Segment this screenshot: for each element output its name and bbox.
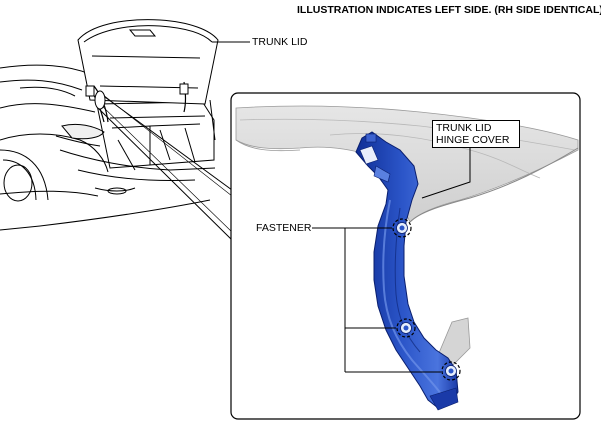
fastener-marker-icon <box>392 218 412 238</box>
fastener-leader-lines <box>312 227 441 373</box>
car-outline-drawing <box>0 19 219 231</box>
figure-caption: ILLUSTRATION INDICATES LEFT SIDE. (RH SI… <box>297 4 601 16</box>
hinge-cover-label-line1: TRUNK LID <box>436 122 492 134</box>
fastener-marker-icon <box>396 318 416 338</box>
hinge-cover-label: TRUNK LID HINGE COVER <box>432 120 520 148</box>
fastener-marker-icon <box>441 361 461 381</box>
detail-callout-lines <box>94 90 233 241</box>
fastener-label: FASTENER <box>256 222 312 234</box>
hinge-cover-label-line2: HINGE COVER <box>436 134 510 146</box>
trunk-lid-label: TRUNK LID <box>252 36 308 48</box>
hinge-cover-part <box>355 131 459 411</box>
fastener-marker-icons <box>392 218 461 381</box>
hinge-cover-leader <box>421 138 471 199</box>
